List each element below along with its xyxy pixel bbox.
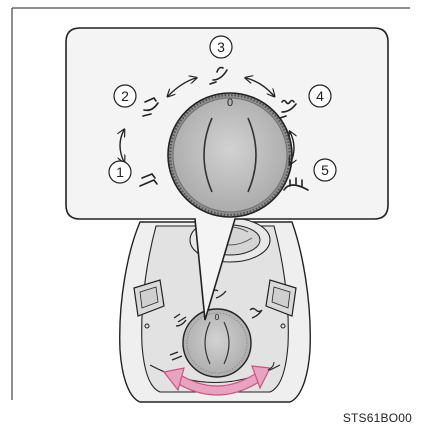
callout-3-label: 3 [217,39,225,55]
callout-2-label: 2 [121,88,129,104]
figure-code: STS61BO00 [343,411,412,425]
dial-position-marker: 0 [227,97,233,109]
callout-1-label: 1 [116,164,124,180]
airflow-mode-dial[interactable]: 0 [168,93,292,217]
console-airflow-knob[interactable]: 0 [183,309,251,377]
callout-3: 3 [210,36,232,58]
callout-1: 1 [109,161,131,183]
callout-4-label: 4 [316,88,324,104]
callout-4: 4 [309,85,331,107]
callout-2: 2 [114,85,136,107]
callout-5-label: 5 [321,162,329,178]
callout-5: 5 [314,159,336,181]
console-knob-marker: 0 [215,313,220,322]
